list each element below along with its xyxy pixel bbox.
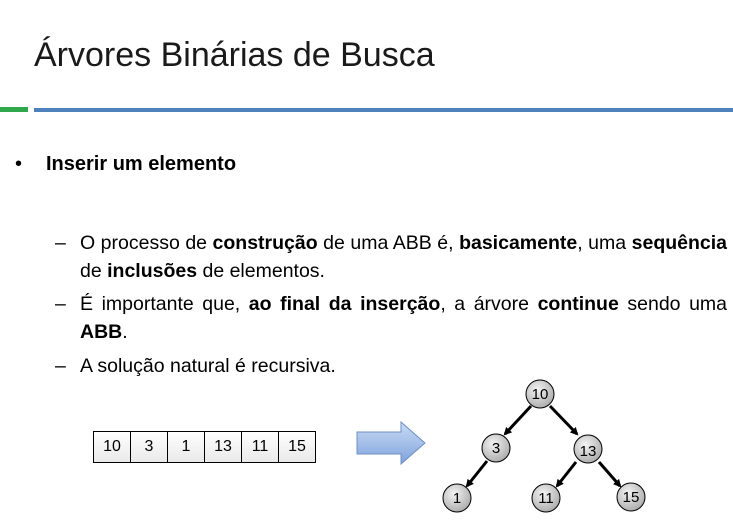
subitem-text: O processo de construção de uma ABB é, b… xyxy=(80,232,728,282)
tree-node: 13 xyxy=(573,434,603,464)
slide-title: Árvores Binárias de Busca xyxy=(34,36,435,74)
svg-text:13: 13 xyxy=(580,443,597,460)
array-cell: 15 xyxy=(279,432,315,462)
subitem-text: A solução natural é recursiva. xyxy=(80,355,336,377)
dash-marker: – xyxy=(55,232,66,254)
svg-text:11: 11 xyxy=(538,490,554,507)
svg-text:1: 1 xyxy=(453,490,461,507)
svg-text:15: 15 xyxy=(623,489,640,506)
bullet-dot: • xyxy=(15,153,23,175)
array-cell: 1 xyxy=(168,432,205,462)
title-divider-blue xyxy=(34,108,733,112)
bullet-item: • Inserir um elemento xyxy=(15,153,236,176)
subitem-1: – O processo de construção de uma ABB é,… xyxy=(55,229,727,285)
tree-node: 11 xyxy=(531,483,561,513)
subitem-text: É importante que, ao final da inserção, … xyxy=(80,293,728,343)
arrow-right-icon xyxy=(356,420,426,466)
array-cell: 3 xyxy=(131,432,168,462)
tree-edge xyxy=(503,404,533,436)
tree-node: 15 xyxy=(616,482,646,512)
bullet-text: Inserir um elemento xyxy=(46,153,237,175)
tree-edge xyxy=(548,404,579,436)
array-cell: 13 xyxy=(205,432,242,462)
svg-text:3: 3 xyxy=(492,440,500,457)
array-cell: 10 xyxy=(94,432,131,462)
tree-edge xyxy=(555,461,578,488)
dash-marker: – xyxy=(55,293,66,315)
subitem-2: – É importante que, ao final da inserção… xyxy=(55,290,727,346)
input-array: 10 3 1 13 11 15 xyxy=(93,431,316,463)
svg-text:10: 10 xyxy=(532,386,549,403)
tree-edge xyxy=(465,460,489,488)
tree-node: 10 xyxy=(525,379,555,409)
dash-marker: – xyxy=(55,355,66,377)
tree-edge xyxy=(597,461,622,488)
subitem-3: – A solução natural é recursiva. xyxy=(55,352,727,380)
tree-node: 1 xyxy=(442,483,472,513)
array-cell: 11 xyxy=(242,432,279,462)
title-divider-green xyxy=(0,107,28,112)
tree-node: 3 xyxy=(481,433,511,463)
